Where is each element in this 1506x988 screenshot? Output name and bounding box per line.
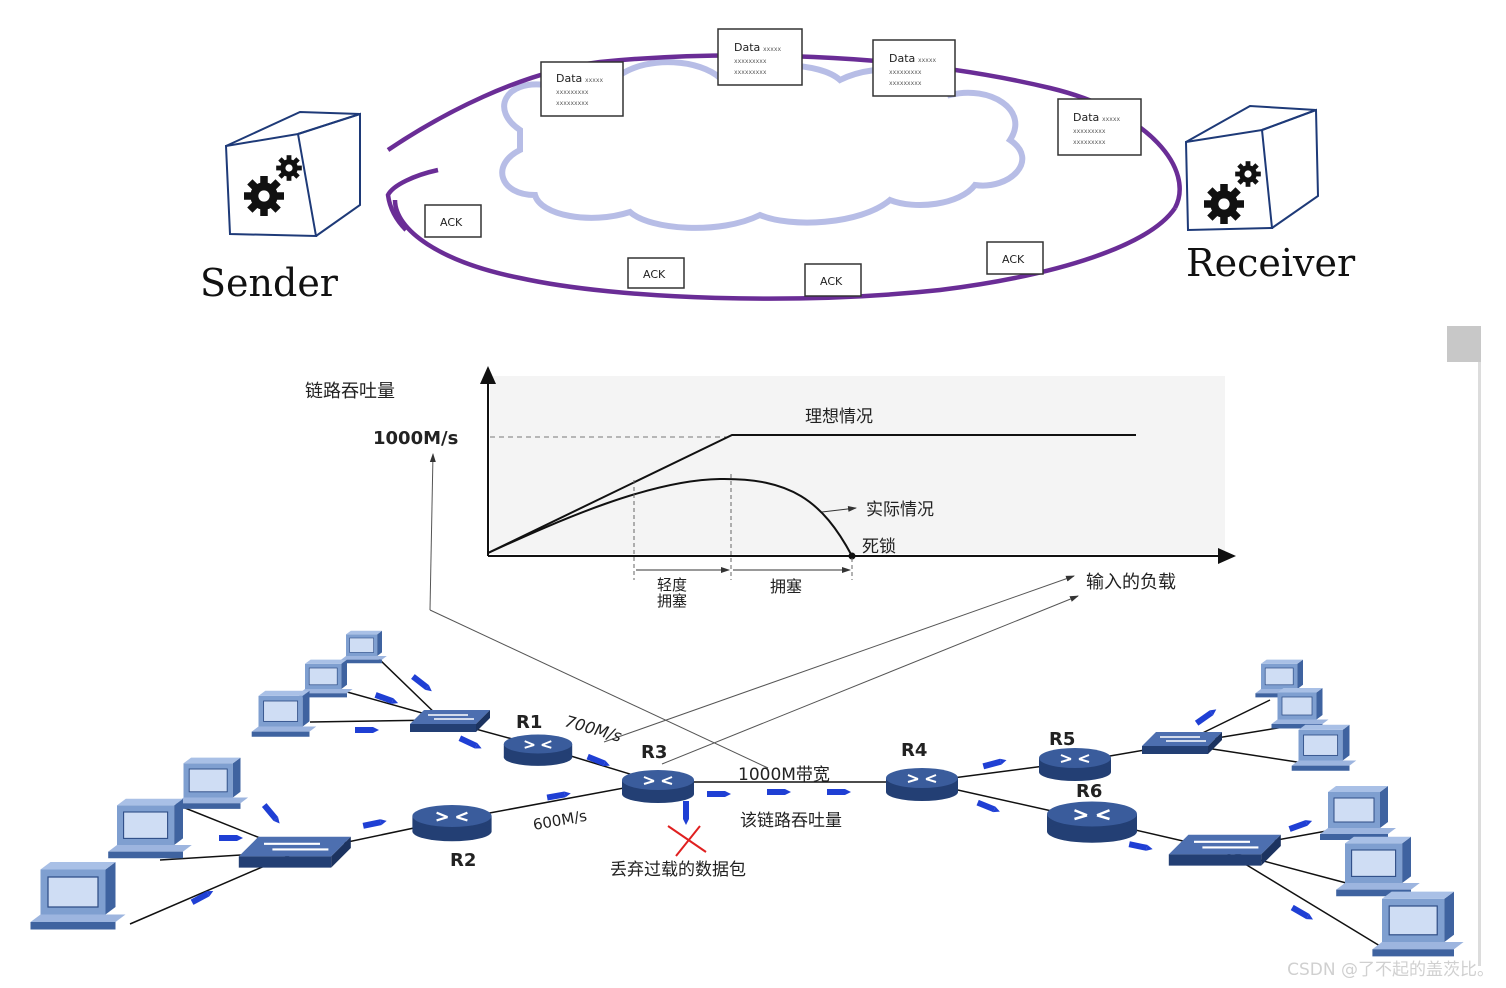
ideal-label: 理想情况 — [805, 407, 873, 427]
computer-icon — [29, 861, 127, 931]
data-packet-line: xxxxxxxxx — [556, 100, 589, 107]
ideal-curve — [487, 434, 1136, 554]
router-label-r3: R3 — [641, 742, 667, 763]
router-r1-icon — [502, 733, 574, 767]
sender-server-icon — [224, 110, 361, 238]
congestion-label: 拥塞 — [770, 577, 802, 596]
router-r3-icon — [621, 769, 695, 804]
data-packet-filler: xxxxx — [918, 57, 936, 64]
router-label-r5: R5 — [1049, 729, 1075, 750]
receiver-label: Receiver — [1186, 241, 1356, 285]
computer-icon — [340, 630, 388, 664]
data-packet-1: Data xxxxx xxxxxxxxx xxxxxxxxx — [540, 61, 624, 117]
drop-label: 丢弃过载的数据包 — [610, 860, 746, 880]
data-packet-3: Data xxxxx xxxxxxxxx xxxxxxxxx — [872, 39, 956, 97]
scrollbar-thumb[interactable] — [1447, 326, 1481, 362]
data-packet-label: Data — [889, 52, 915, 65]
y-tick-label: 1000M/s — [373, 428, 458, 449]
router-label-r2: R2 — [450, 850, 476, 871]
link-r3-r4-label: 1000M带宽 — [738, 765, 830, 785]
data-packet-line: xxxxxxxxx — [556, 89, 589, 96]
ack-label: ACK — [643, 268, 666, 281]
router-label-r1: R1 — [516, 712, 542, 733]
deadlock-label: 死锁 — [862, 537, 896, 557]
data-packet-line: xxxxxxxxx — [734, 69, 767, 76]
cloud — [499, 59, 1026, 231]
chart-background — [490, 376, 1225, 554]
switch-icon — [1167, 833, 1282, 867]
data-packet-line: xxxxxxxxx — [889, 69, 922, 76]
ack-box-4: ACK — [986, 241, 1044, 275]
data-loop — [385, 53, 1182, 301]
computer-icon — [1319, 785, 1397, 841]
actual-label: 实际情况 — [866, 500, 934, 520]
ack-label: ACK — [1002, 253, 1025, 266]
scrollbar-track[interactable] — [1478, 326, 1481, 966]
switch-icon — [409, 709, 491, 733]
pointer-lines — [429, 453, 1079, 769]
data-packet-line: xxxxxxxxx — [1073, 139, 1106, 146]
link-r1-r3-label: 700M/s — [563, 712, 624, 746]
link-r2-r3-label: 600M/s — [532, 807, 589, 834]
data-packet-line: xxxxxxxxx — [734, 58, 767, 65]
computer-icon — [175, 757, 249, 810]
ack-label: ACK — [440, 216, 463, 229]
data-packet-filler: xxxxx — [585, 77, 603, 84]
network-links — [129, 657, 1381, 947]
light-congestion-label: 轻度 — [657, 576, 687, 594]
data-packet-filler: xxxxx — [763, 46, 781, 53]
router-r5-icon — [1038, 747, 1112, 782]
computer-icon — [107, 798, 193, 859]
computer-icon — [1271, 687, 1329, 729]
switch-icon — [237, 835, 352, 869]
router-label-r6: R6 — [1076, 781, 1102, 802]
router-r4-icon — [885, 767, 959, 802]
router-label-r4: R4 — [901, 740, 927, 761]
actual-curve — [487, 477, 853, 557]
packet-arrows — [190, 674, 1315, 923]
ack-label: ACK — [820, 275, 843, 288]
ack-box-2: ACK — [627, 257, 685, 289]
data-packet-2: Data xxxxx xxxxxxxxx xxxxxxxxx — [717, 28, 803, 86]
data-packet-line: xxxxxxxxx — [889, 80, 922, 87]
receiver-server-icon — [1184, 104, 1320, 232]
computer-icon — [1291, 724, 1357, 772]
data-packet-label: Data — [556, 72, 582, 85]
x-axis-label: 输入的负载 — [1086, 572, 1176, 593]
router-r6-icon — [1045, 800, 1139, 844]
light-congestion-label: 拥塞 — [657, 592, 687, 610]
dropped-packet — [667, 801, 707, 857]
data-packet-label: Data — [734, 41, 760, 54]
ack-box-3: ACK — [804, 263, 862, 297]
computer-icon — [1371, 890, 1465, 958]
ack-box-1: ACK — [424, 204, 482, 238]
data-packet-filler: xxxxx — [1102, 116, 1120, 123]
data-packet-4: Data xxxxx xxxxxxxxx xxxxxxxxx — [1057, 98, 1142, 156]
link-throughput-label: 该链路吞吐量 — [740, 811, 842, 831]
data-packet-label: Data — [1073, 111, 1099, 124]
actual-pointer — [821, 505, 857, 513]
computer-icon — [1335, 836, 1421, 897]
throughput-chart: 链路吞吐量 1000M/s 理想情况 实际情况 死锁 轻度 拥塞 拥塞 输入的负… — [305, 366, 1236, 610]
data-packet-line: xxxxxxxxx — [1073, 128, 1106, 135]
computer-icon — [251, 690, 317, 738]
watermark: CSDN @了不起的盖茨比。 — [1287, 960, 1494, 980]
y-axis-label: 链路吞吐量 — [305, 381, 395, 402]
deadlock-point — [848, 552, 856, 560]
sender-label: Sender — [200, 261, 339, 305]
router-r2-icon — [411, 803, 493, 843]
switch-icon — [1141, 731, 1223, 755]
